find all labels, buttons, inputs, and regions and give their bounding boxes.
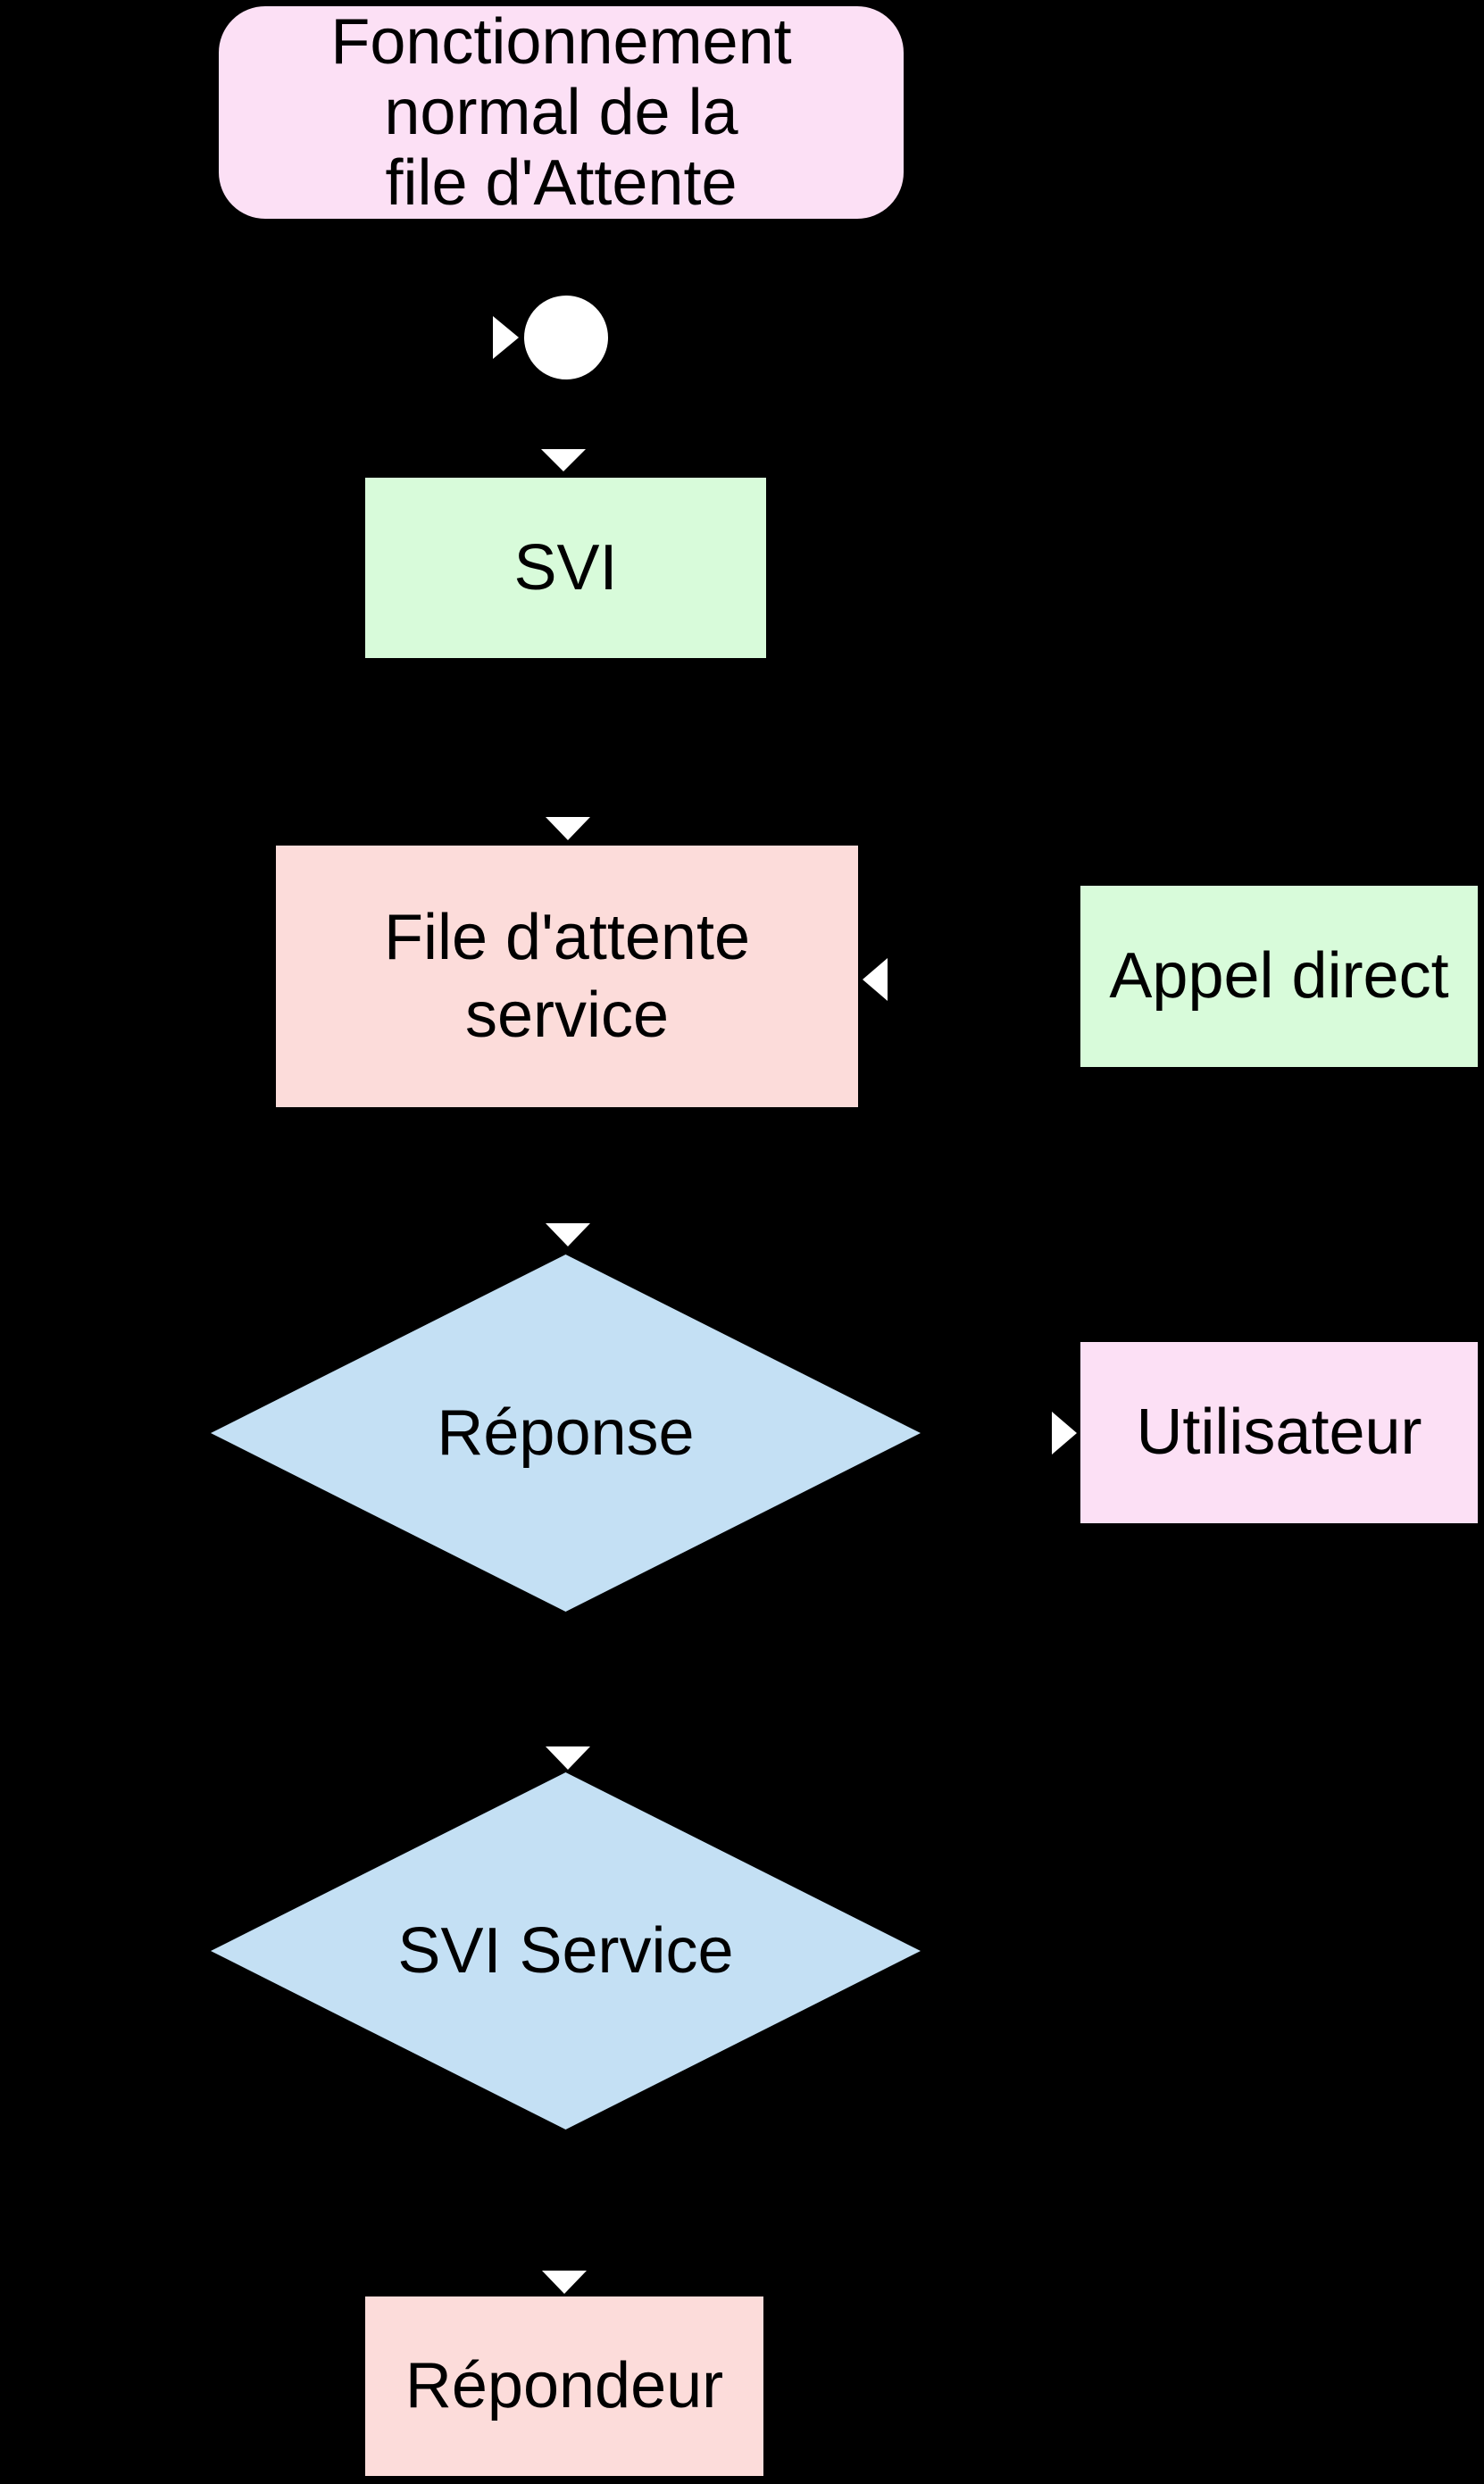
- connector-reponse-to-utilisateur: [921, 1432, 1052, 1434]
- arrowhead-left-icon: [863, 958, 888, 1001]
- node-svi: SVI: [363, 476, 768, 660]
- arrowhead-right-icon: [493, 316, 519, 359]
- connector-junction-to-svi: [564, 382, 566, 449]
- node-repondeur: Répondeur: [363, 2295, 765, 2478]
- connector-start-to-junction: [446, 337, 493, 338]
- arrowhead-down-icon: [542, 2271, 587, 2294]
- arrowhead-down-icon: [546, 1223, 590, 1246]
- arrowhead-down-icon: [546, 1746, 590, 1770]
- arrowhead-down-icon: [546, 817, 590, 840]
- connector-appel-direct-to-file-attente: [888, 979, 1079, 980]
- connector-svi-to-file-attente: [564, 660, 566, 817]
- node-file-attente-service: File d'attente service: [274, 844, 860, 1109]
- junction-circle: [522, 294, 610, 381]
- node-utilisateur: Utilisateur: [1079, 1340, 1480, 1525]
- node-appel-direct: Appel direct: [1079, 884, 1480, 1069]
- node-svi-service-decision: SVI Service: [211, 1772, 921, 2130]
- arrowhead-down-icon: [541, 449, 586, 471]
- node-start-terminator: Fonctionnement normal de la file d'Atten…: [216, 4, 906, 221]
- connector-reponse-to-svi-service: [566, 1612, 568, 1746]
- connector-file-attente-to-reponse: [566, 1109, 568, 1223]
- arrowhead-right-icon: [1052, 1412, 1077, 1455]
- connector-svi-service-to-repondeur: [564, 2130, 566, 2271]
- node-reponse-decision: Réponse: [211, 1255, 921, 1612]
